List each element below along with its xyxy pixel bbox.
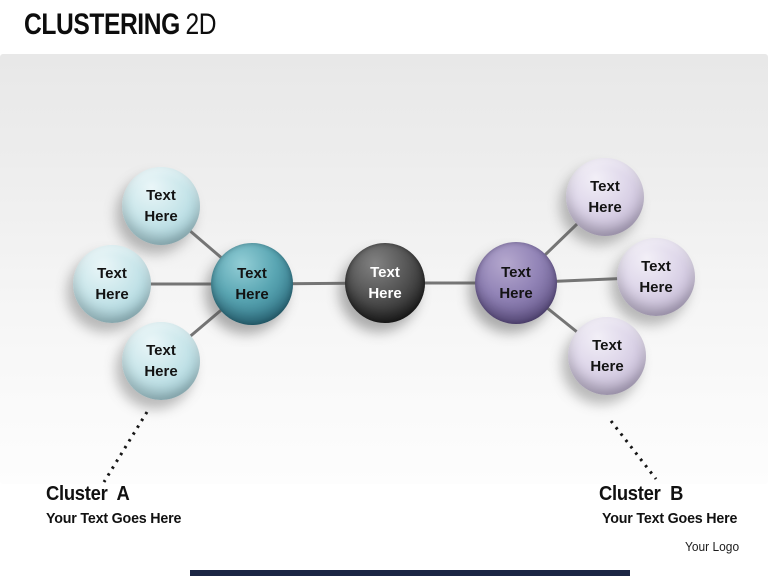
node-text-line2: Here [639, 279, 673, 296]
node-text-line1: Text [641, 258, 671, 275]
node-text-line1: Text [146, 187, 176, 204]
node-text-line1: Text [590, 178, 620, 195]
bottom-bar [190, 570, 630, 576]
node-text-line2: Here [144, 363, 178, 380]
node-text-line2: Here [590, 358, 624, 375]
cluster-b-satellite-bottom: Text Here [568, 317, 646, 395]
node-text-line2: Here [235, 286, 269, 303]
node-text-line2: Here [95, 286, 129, 303]
cluster-b-hub: Text Here [475, 242, 557, 324]
center-node: Text Here [345, 243, 425, 323]
node-text-line2: Here [144, 208, 178, 225]
cluster-b-satellite-right: Text Here [617, 238, 695, 316]
cluster-b-leader-line [609, 420, 658, 480]
cluster-a-sublabel: Your Text Goes Here [46, 510, 182, 527]
cluster-a-satellite-top: Text Here [122, 167, 200, 245]
cluster-b-label: Cluster B [599, 483, 684, 505]
cluster-a-hub: Text Here [211, 243, 293, 325]
cluster-a-leader-line [102, 411, 149, 483]
node-text-line1: Text [97, 265, 127, 282]
node-text-line1: Text [370, 264, 400, 281]
node-text-line2: Here [368, 285, 402, 302]
node-text-line1: Text [146, 342, 176, 359]
node-text-line2: Here [499, 285, 533, 302]
cluster-a-label: Cluster A [46, 483, 130, 505]
node-text-line1: Text [592, 337, 622, 354]
cluster-a-satellite-bottom: Text Here [122, 322, 200, 400]
node-text-line2: Here [588, 199, 622, 216]
logo-text: Your Logo [685, 539, 740, 554]
cluster-a-satellite-left: Text Here [73, 245, 151, 323]
page-title-main: CLUSTERING [24, 8, 180, 41]
cluster-b-sublabel: Your Text Goes Here [602, 510, 738, 527]
cluster-b-satellite-top: Text Here [566, 158, 644, 236]
page-title-suffix: 2D [185, 8, 217, 41]
node-text-line1: Text [501, 264, 531, 281]
node-text-line1: Text [237, 265, 267, 282]
